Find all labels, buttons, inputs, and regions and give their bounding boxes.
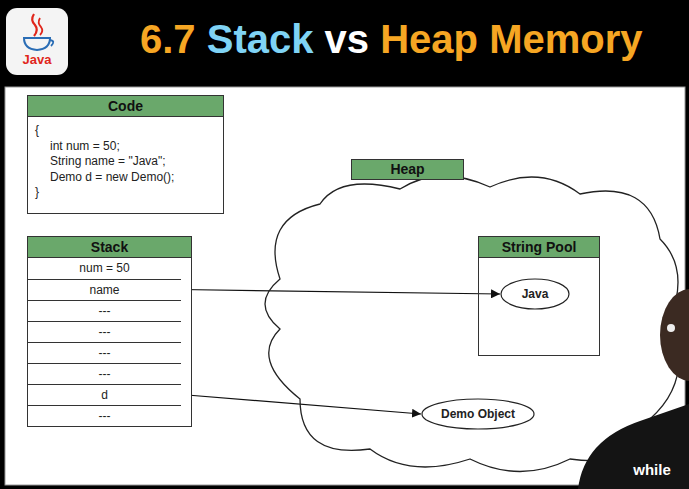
stack-cell: name (28, 279, 181, 300)
string-pool-box: String PoolJava (478, 236, 600, 356)
cell-text: d (28, 385, 181, 405)
title-word: Heap (380, 17, 489, 61)
slide-panel (5, 87, 685, 485)
cell-text: num = 50 (28, 258, 181, 278)
oval-shape (422, 399, 534, 429)
logo-tile (6, 8, 68, 75)
stack-cell: --- (28, 363, 181, 384)
stack-frame: Stacknum = 50name------------d--- (27, 236, 192, 427)
slide-title: 6.7 Stack vs Heap Memory (140, 14, 643, 64)
logo-cup (24, 38, 50, 50)
presenter-head (660, 289, 689, 381)
heap-object: Java (500, 278, 570, 310)
logo-steam (39, 18, 43, 35)
logo-cup-handle (50, 40, 53, 46)
stack-cell: --- (28, 342, 181, 363)
title-word: Stack (207, 17, 325, 61)
logo-steam (32, 14, 37, 36)
cell-text: --- (28, 364, 181, 384)
code-line: int num = 50; (50, 139, 120, 154)
stack-cell: d (28, 384, 181, 405)
box-heading: Code (28, 96, 223, 117)
title-word: Memory (489, 17, 642, 61)
box-heading: String Pool (479, 237, 599, 258)
presenter-body (578, 404, 689, 489)
cell-text: --- (28, 322, 181, 342)
box-heading: Stack (28, 237, 191, 258)
code-box: Code { int num = 50;String name = "Java";D… (27, 95, 224, 214)
title-layer: 6.7 Stack vs Heap Memory (0, 0, 689, 87)
title-word: vs (325, 17, 381, 61)
cloud-shape (265, 176, 679, 472)
earbud (667, 324, 675, 332)
code-line: } (35, 185, 39, 200)
logo-text: Java (6, 52, 68, 67)
code-line: { (35, 123, 39, 138)
oval-shape (501, 279, 569, 309)
cloud-outline (250, 159, 682, 475)
title-word: 6.7 (140, 17, 207, 61)
cell-text: --- (28, 301, 181, 321)
cell-text: name (28, 280, 181, 300)
object-label: Java (522, 287, 549, 301)
heap-object: Demo Object (421, 398, 535, 430)
cell-text: --- (28, 406, 181, 426)
box-heading: Heap (351, 159, 464, 180)
heap-region: HeapString PoolJavaDemo Object (250, 159, 682, 475)
object-label: Demo Object (441, 407, 515, 421)
reference-arrow (181, 290, 500, 295)
stack-cell: --- (28, 300, 181, 321)
code-line: String name = "Java"; (50, 154, 166, 169)
shirt-print: while (622, 461, 682, 478)
stack-cell: --- (28, 321, 181, 342)
cell-text: --- (28, 343, 181, 363)
stack-cell: --- (28, 405, 181, 426)
stack-cell: num = 50 (28, 258, 181, 279)
code-line: Demo d = new Demo(); (50, 170, 174, 185)
